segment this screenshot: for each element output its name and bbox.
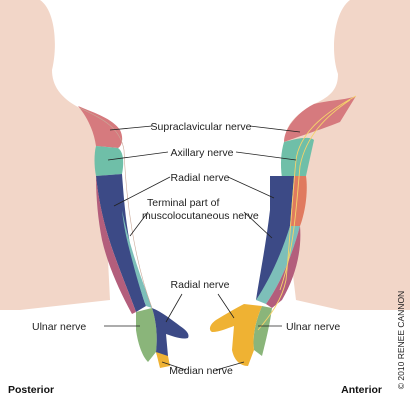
label-anterior: Anterior	[341, 384, 382, 396]
label-radial-nerve-lower: Radial nerve	[171, 279, 230, 291]
posterior-median-fingertips	[156, 352, 170, 368]
posterior-radial-hand-zone	[152, 308, 189, 358]
posterior-radial-upper-zone	[96, 174, 146, 312]
leader-radial-upper-right	[227, 176, 275, 199]
label-posterior: Posterior	[8, 384, 54, 396]
leader-median-left	[161, 361, 187, 371]
labels: Supraclavicular nerve Axillary nerve Rad…	[8, 121, 406, 396]
leader-radial-lower-right	[217, 293, 235, 319]
anterior-supraclavicular-zone	[284, 96, 356, 142]
leader-median-right	[215, 361, 245, 371]
posterior-axillary-zone	[94, 146, 124, 176]
leader-supraclavicular-left	[109, 125, 153, 131]
label-ulnar-nerve-left: Ulnar nerve	[32, 321, 86, 333]
posterior-ulnar-hand-zone	[136, 308, 157, 362]
label-axillary-nerve: Axillary nerve	[170, 147, 233, 159]
anterior-median-hand-zone	[209, 304, 262, 366]
posterior-torso	[0, 0, 110, 310]
label-radial-nerve-upper: Radial nerve	[171, 172, 230, 184]
posterior-arm-outline	[79, 107, 153, 309]
label-terminal-line2: muscolocutaneous nerve	[142, 210, 259, 222]
leader-radial-lower-left	[165, 293, 183, 323]
posterior-supraclavicular-zone	[78, 106, 123, 148]
label-median-nerve: Median nerve	[169, 365, 233, 377]
anterior-radial-upper-zone	[256, 176, 294, 300]
leader-axillary-right	[235, 151, 297, 161]
leader-terminal-left	[129, 211, 149, 237]
anterior-nerve-lines	[257, 95, 357, 331]
anterior-medial-zone	[266, 226, 301, 308]
leader-terminal-right	[243, 211, 273, 239]
label-supraclavicular-nerve: Supraclavicular nerve	[151, 121, 252, 133]
leader-lines	[104, 125, 301, 371]
anterior-torso	[284, 0, 410, 310]
leader-axillary-left	[107, 151, 169, 161]
leader-radial-upper-left	[113, 176, 171, 207]
label-ulnar-nerve-right: Ulnar nerve	[286, 321, 340, 333]
anterior-figure	[209, 0, 410, 366]
label-terminal-line1: Terminal part of	[147, 197, 219, 209]
posterior-medial-zone	[96, 176, 136, 314]
anterior-lateral-zone	[290, 176, 307, 226]
posterior-figure	[0, 0, 189, 368]
leader-supraclavicular-right	[249, 125, 301, 133]
copyright-credit: © 2010 RENEE CANNON	[396, 291, 406, 389]
